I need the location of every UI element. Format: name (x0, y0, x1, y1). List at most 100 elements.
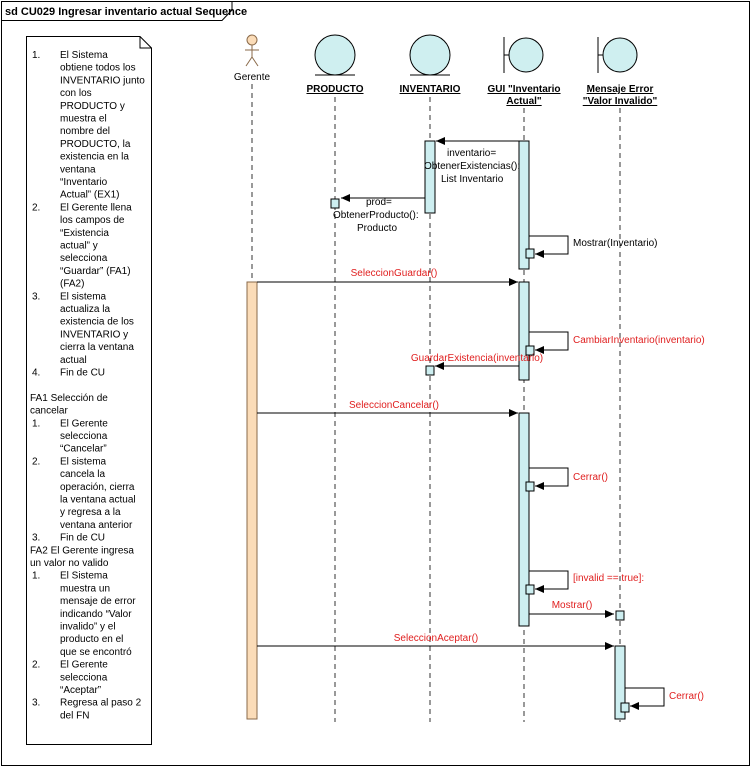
entity-icon (314, 34, 356, 76)
boundary-icon (503, 37, 544, 73)
note-heading: cancelar (30, 406, 68, 417)
lifeline-label-producto: PRODUCTO (306, 84, 363, 95)
note-line: muestra el (60, 114, 107, 125)
note-line: los campos de (60, 215, 125, 226)
activation-bars (246, 140, 630, 720)
activation-gui-self-3 (525, 481, 535, 492)
message-mostrar-error: Mostrar() (529, 600, 614, 618)
note-line: El Gerente llena (60, 202, 132, 213)
message-obtener-producto: prod= ObtenerProducto(): Producto (333, 194, 425, 234)
activation-gui-self-2 (525, 345, 535, 356)
activation-inventario-small (425, 365, 435, 376)
note-line: y regresa a la (60, 507, 121, 518)
lifeline-gui: GUI "Inventario Actual" (487, 37, 561, 107)
message-cerrar-error: Cerrar() (625, 687, 704, 710)
activation-gui-2 (518, 281, 530, 381)
activation-gui-self-1 (525, 248, 535, 259)
message-seleccion-aceptar: SeleccionAceptar() (257, 633, 614, 650)
note-item-number: 2. (32, 202, 40, 213)
note-item-number: 2. (32, 456, 40, 467)
message-label-line1: inventario= (447, 148, 496, 159)
entity-icon (409, 34, 451, 76)
lifeline-label-error-line1: Mensaje Error (587, 84, 654, 95)
note-line: El Gerente (60, 660, 108, 671)
note-line: Regresa al paso 2 (60, 698, 142, 709)
note-item-number: 1. (32, 571, 40, 582)
lifeline-label-error-line2: "Valor Invalido" (583, 96, 658, 107)
note-line: indicando “Valor (60, 609, 132, 620)
message-label-line1: prod= (366, 197, 392, 208)
note-line: la ventana actual (60, 495, 136, 506)
note-line: con los (60, 88, 92, 99)
activation-error (614, 645, 626, 720)
note-line: invalido” y el (60, 622, 116, 633)
note-line: ventana anterior (60, 520, 133, 531)
lifeline-producto: PRODUCTO (306, 34, 364, 95)
note-line: actual (60, 355, 87, 366)
lifeline-gerente: Gerente (234, 34, 271, 83)
note-line: “Inventario (60, 177, 108, 188)
boundary-icon (597, 37, 638, 73)
note-item-number: 3. (32, 698, 40, 709)
note-line: “Cancelar” (60, 444, 107, 455)
note-line: Actual” (EX1) (60, 190, 119, 201)
note-item-number: 4. (32, 368, 40, 379)
activation-error-small (615, 610, 625, 621)
message-seleccion-cancelar: SeleccionCancelar() (257, 400, 518, 417)
note-line: “Aceptar” (60, 685, 101, 696)
message-label: [invalid == true]: (573, 573, 644, 584)
note-line: existencia de los (60, 317, 134, 328)
message-cambiar-inventario: CambiarInventario(inventario) (529, 331, 705, 354)
note-line: PRODUCTO, la (60, 139, 131, 150)
note-line: nombre del (60, 126, 110, 137)
note-item-number: 1. (32, 418, 40, 429)
message-label: GuardarExistencia(inventario) (411, 353, 543, 364)
note-line: cancela la (60, 469, 105, 480)
lifeline-label-gerente: Gerente (234, 72, 271, 83)
note-line: que se encontró (60, 647, 132, 658)
message-label: Mostrar(Inventario) (573, 238, 657, 249)
message-label: SeleccionGuardar() (351, 268, 438, 279)
actor-icon (245, 34, 259, 67)
note-line: actualiza la (60, 304, 110, 315)
message-label: SeleccionAceptar() (394, 633, 478, 644)
message-label-line2: ObtenerProducto(): (333, 210, 419, 221)
note-line: ventana (60, 164, 96, 175)
activation-gui-self-4 (525, 584, 535, 595)
note-line: El sistema (60, 291, 107, 302)
note-line: El Sistema (60, 50, 108, 61)
lifeline-label-gui-line1: GUI "Inventario (487, 84, 560, 95)
note-line: actual” y (60, 241, 98, 252)
message-cerrar-gui: Cerrar() (529, 467, 608, 490)
message-label-line3: Producto (357, 223, 397, 234)
message-label: Cerrar() (669, 691, 704, 702)
activation-gui-1 (518, 140, 530, 270)
message-invalid-check: [invalid == true]: (529, 570, 644, 593)
activation-error-self (620, 702, 630, 713)
activation-inventario (424, 140, 436, 214)
note-line: operación, cierra (60, 482, 135, 493)
activation-gerente (246, 281, 258, 720)
message-label: Mostrar() (552, 600, 593, 611)
note-line: producto en el (60, 634, 123, 645)
note-line: PRODUCTO y (60, 101, 125, 112)
message-seleccion-guardar: SeleccionGuardar() (257, 268, 518, 286)
message-label: CambiarInventario(inventario) (573, 335, 705, 346)
message-obtener-existencias: inventario= ObtenerExistencias(): List I… (424, 137, 520, 185)
note-heading: FA2 El Gerente ingresa (30, 545, 134, 556)
activation-producto-small (330, 198, 340, 209)
note-line: del FN (60, 710, 89, 721)
note-line: cierra la ventana (60, 342, 134, 353)
frame-title-tab (1, 1, 233, 21)
note-line: INVENTARIO junto (60, 75, 145, 86)
note-line: muestra un (60, 583, 110, 594)
note-heading: un valor no valido (30, 558, 109, 569)
message-label-line2: ObtenerExistencias(): (424, 161, 520, 172)
note-line: Fin de CU (60, 368, 105, 379)
note-line: INVENTARIO y (60, 329, 128, 340)
lifeline-error: Mensaje Error "Valor Invalido" (583, 37, 658, 107)
note-line: mensaje de error (60, 596, 136, 607)
